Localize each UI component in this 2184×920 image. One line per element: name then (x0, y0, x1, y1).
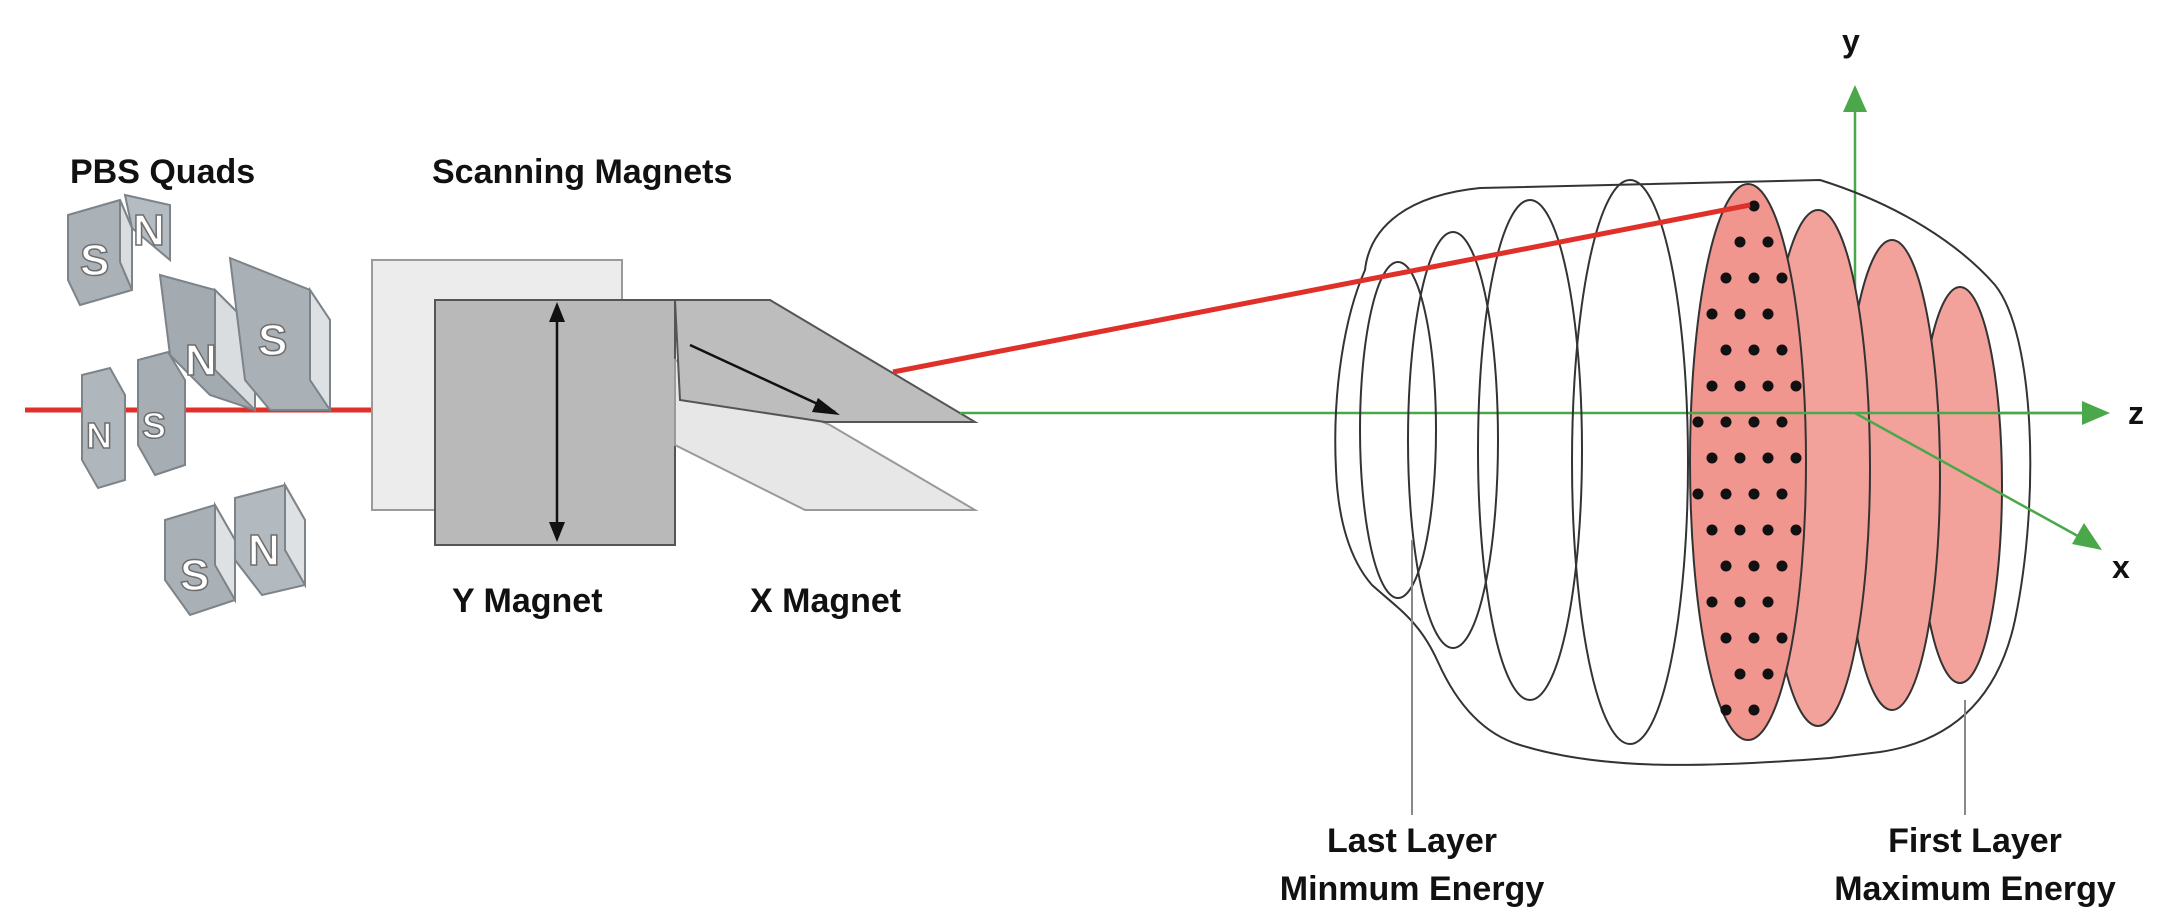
beam-spot (1720, 704, 1732, 716)
beam-spot (1734, 452, 1746, 464)
quad-magnet-6: S (137, 350, 186, 477)
x-magnet (673, 299, 979, 511)
quad-letter-5: N (86, 415, 112, 456)
beam-spot (1748, 560, 1760, 572)
filled-layer-1 (1689, 183, 1807, 741)
quad-letter-1: S (80, 236, 109, 285)
z-axis-label: z (2128, 395, 2144, 431)
outline-layer-2 (1407, 231, 1499, 649)
beam-spot (1762, 308, 1774, 320)
beam-spot (1734, 236, 1746, 248)
beam-spot (1692, 416, 1704, 428)
quad-magnet-8: N (234, 481, 306, 597)
beam-spot (1748, 344, 1760, 356)
beam-spot (1776, 416, 1788, 428)
outline-layer-4 (1571, 179, 1689, 745)
beam-spot (1720, 560, 1732, 572)
beam-spot (1790, 524, 1802, 536)
beam-spot (1734, 308, 1746, 320)
y-deflection-arrow-down (549, 522, 565, 542)
beam-spot (1748, 632, 1760, 644)
quad-magnet-7: S (164, 501, 236, 617)
deflected-beam (892, 202, 1751, 375)
beam-spot (1776, 560, 1788, 572)
beam-spot (1720, 632, 1732, 644)
y-magnet-label: Y Magnet (452, 582, 603, 620)
outline-layer-1 (1359, 261, 1437, 599)
beam-spot (1790, 380, 1802, 392)
quad-letter-4: S (258, 316, 287, 365)
quad-letter-7: S (180, 551, 209, 600)
beam-spot (1762, 380, 1774, 392)
beam-spot (1776, 488, 1788, 500)
beam-spot (1734, 380, 1746, 392)
target-outline (1334, 178, 2032, 766)
x-axis-line (1854, 411, 2086, 542)
x-deflection-arrowhead (812, 398, 840, 415)
beam-spot (1706, 596, 1718, 608)
beam-spot (1776, 632, 1788, 644)
last-layer-label-line2: Minmum Energy (1280, 870, 1545, 908)
beam-spot (1762, 524, 1774, 536)
target-volume (1334, 178, 2032, 766)
scanned-spot-pattern (1692, 200, 1802, 716)
y-magnet (371, 259, 676, 546)
quad-magnet-4: S (228, 256, 331, 414)
beam-spot (1720, 488, 1732, 500)
quad-letter-6: S (142, 405, 166, 446)
beam-spot (1734, 596, 1746, 608)
y-deflection-arrow-up (549, 302, 565, 322)
last-layer-label-line1: Last Layer (1327, 822, 1497, 860)
first-layer-label-line1: First Layer (1888, 822, 2062, 860)
beam-spot (1720, 344, 1732, 356)
x-axis-arrowhead (2072, 523, 2102, 550)
quad-letter-8: N (248, 526, 280, 575)
beam-spot (1748, 416, 1760, 428)
scanning-magnets-label: Scanning Magnets (432, 153, 732, 191)
beam-spot (1734, 524, 1746, 536)
x-magnet-upper-plate (673, 299, 979, 423)
beam-spot (1706, 524, 1718, 536)
pbs-quads: S N N S N S S (67, 193, 331, 617)
beam-spot (1776, 272, 1788, 284)
y-axis-label: y (1842, 23, 1860, 59)
quad-magnet-2: N (123, 193, 171, 263)
z-axis-arrowhead (2082, 401, 2110, 425)
beam-spot (1748, 488, 1760, 500)
quad-letter-3: N (185, 336, 217, 385)
x-deflection-line (689, 343, 836, 414)
beam-spot (1748, 272, 1760, 284)
beam-spot (1762, 668, 1774, 680)
beam-spot (1776, 344, 1788, 356)
beam-spot (1720, 272, 1732, 284)
beam-spot (1720, 416, 1732, 428)
beam-spot (1790, 452, 1802, 464)
y-magnet-front-plate (434, 299, 676, 546)
first-layer-label-line2: Maximum Energy (1834, 870, 2116, 908)
quad-letter-2: N (133, 206, 165, 255)
pbs-quads-label: PBS Quads (70, 153, 255, 191)
beam-spot (1762, 236, 1774, 248)
beam-spot (1706, 380, 1718, 392)
quad-magnet-1: S (67, 198, 133, 307)
beam-spot (1706, 308, 1718, 320)
x-axis-label: x (2112, 549, 2130, 585)
quad-magnet-5: N (81, 366, 126, 490)
beam-spot (1706, 452, 1718, 464)
beam-spot (1748, 200, 1760, 212)
beam-spot (1748, 704, 1760, 716)
y-axis-arrowhead (1843, 85, 1867, 112)
beam-spot (1692, 488, 1704, 500)
beam-spot (1762, 452, 1774, 464)
beam-spot (1762, 596, 1774, 608)
outline-layer-3 (1477, 199, 1583, 701)
x-magnet-label: X Magnet (750, 582, 901, 620)
beam-spot (1734, 668, 1746, 680)
